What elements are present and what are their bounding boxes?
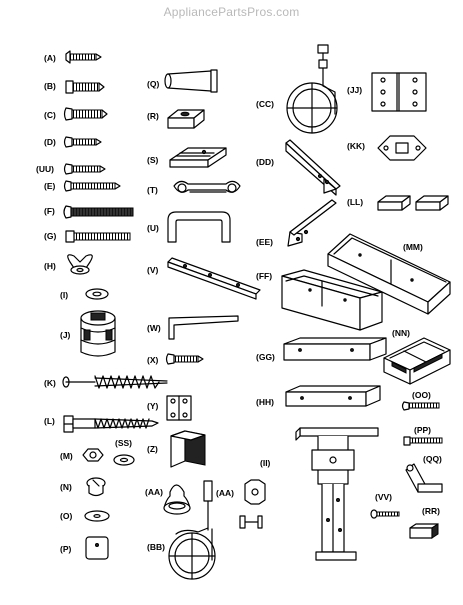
part-g-bolt xyxy=(65,230,131,243)
part-mm-tray xyxy=(327,233,451,315)
part-v-rail xyxy=(167,257,261,300)
part-o-washer xyxy=(84,510,110,522)
label-ii: (II) xyxy=(260,458,271,468)
label-vv: (VV) xyxy=(375,492,392,502)
label-e: (E) xyxy=(44,181,56,191)
label-a: (A) xyxy=(44,53,56,63)
label-hh: (HH) xyxy=(256,397,274,407)
label-l: (L) xyxy=(44,416,55,426)
part-w-allen-wrench xyxy=(168,315,239,340)
part-qq-latch xyxy=(405,463,443,493)
part-vv-screw xyxy=(370,509,400,519)
part-e-screw xyxy=(63,180,121,192)
label-ff: (FF) xyxy=(256,271,272,281)
part-x-screw xyxy=(165,353,204,365)
label-d: (D) xyxy=(44,137,56,147)
part-y-hinge xyxy=(166,395,192,421)
part-m-hex-nut xyxy=(82,448,104,462)
label-uu: (UU) xyxy=(36,164,54,174)
label-pp: (PP) xyxy=(414,425,431,435)
part-kk-plate xyxy=(377,135,427,161)
part-uu-screw xyxy=(63,163,106,175)
part-pp-screw xyxy=(403,436,443,446)
label-u: (U) xyxy=(147,223,159,233)
part-aa-knob-side xyxy=(239,479,266,529)
label-r: (R) xyxy=(147,111,159,121)
label-b: (B) xyxy=(44,81,56,91)
label-aa-1: (AA) xyxy=(145,487,163,497)
label-dd: (DD) xyxy=(256,157,274,167)
label-ll: (LL) xyxy=(347,197,363,207)
label-x: (X) xyxy=(147,355,159,365)
part-s-bracket xyxy=(169,147,227,168)
part-f-bolt xyxy=(63,205,134,219)
label-rr: (RR) xyxy=(422,506,440,516)
label-nn: (NN) xyxy=(392,328,410,338)
part-u-pull-handle xyxy=(167,211,231,243)
part-oo-screw xyxy=(401,401,440,411)
part-hh-block xyxy=(285,385,381,407)
part-q-sleeve xyxy=(164,69,218,93)
part-k-lag-screw xyxy=(62,375,168,389)
label-v: (V) xyxy=(147,265,159,275)
part-h-wing-nut xyxy=(67,254,93,275)
part-l-hex-bolt xyxy=(63,415,159,433)
part-n-plug xyxy=(86,477,106,497)
label-n: (N) xyxy=(60,482,72,492)
label-k: (K) xyxy=(44,378,56,388)
part-ll-brackets xyxy=(377,195,449,211)
label-bb: (BB) xyxy=(147,542,165,552)
label-jj: (JJ) xyxy=(347,85,362,95)
watermark: AppliancePartsPros.com xyxy=(163,5,300,19)
part-r-block xyxy=(167,109,205,129)
part-p-square-cap xyxy=(85,536,109,560)
part-nn-tray xyxy=(383,337,451,385)
part-labels: (A) (B) (C) (D) (UU) (E) (F) (G) (H) (I)… xyxy=(36,53,442,554)
label-gg: (GG) xyxy=(256,352,275,362)
part-j-cam-lock xyxy=(80,310,116,357)
label-h: (H) xyxy=(44,261,56,271)
part-dd-bracket xyxy=(285,139,341,196)
label-m: (M) xyxy=(60,451,73,461)
label-g: (G) xyxy=(44,231,56,241)
part-ss-washer xyxy=(113,454,135,466)
part-b-screw xyxy=(65,80,105,94)
part-c-screw xyxy=(63,107,108,121)
label-ss: (SS) xyxy=(115,438,132,448)
label-j: (J) xyxy=(60,330,71,340)
label-oo: (OO) xyxy=(412,390,431,400)
part-jj-hinge-plate xyxy=(371,72,427,112)
label-aa-2: (AA) xyxy=(216,488,234,498)
part-z-corner-block xyxy=(170,430,206,468)
part-ii-frame xyxy=(295,427,379,561)
part-gg-block xyxy=(283,337,387,361)
part-ee-bracket xyxy=(287,199,337,247)
part-rr-block xyxy=(409,523,439,539)
part-t-handle xyxy=(173,180,241,193)
label-p: (P) xyxy=(60,544,72,554)
label-f: (F) xyxy=(44,206,55,216)
label-y: (Y) xyxy=(147,401,159,411)
label-kk: (KK) xyxy=(347,141,365,151)
label-w: (W) xyxy=(147,323,161,333)
part-d-screw xyxy=(63,136,102,148)
label-z: (Z) xyxy=(147,444,158,454)
label-c: (C) xyxy=(44,110,56,120)
label-s: (S) xyxy=(147,155,159,165)
label-i: (I) xyxy=(60,290,68,300)
label-q: (Q) xyxy=(147,79,159,89)
label-cc: (CC) xyxy=(256,99,274,109)
label-t: (T) xyxy=(147,185,158,195)
part-bb-caster xyxy=(168,480,216,580)
label-qq: (QQ) xyxy=(423,454,442,464)
label-mm: (MM) xyxy=(403,242,423,252)
label-ee: (EE) xyxy=(256,237,273,247)
part-cc-caster xyxy=(286,44,338,134)
part-aa-knob xyxy=(163,484,191,515)
label-o: (O) xyxy=(60,511,72,521)
part-a-screw xyxy=(65,50,102,64)
part-i-washer xyxy=(85,288,109,300)
